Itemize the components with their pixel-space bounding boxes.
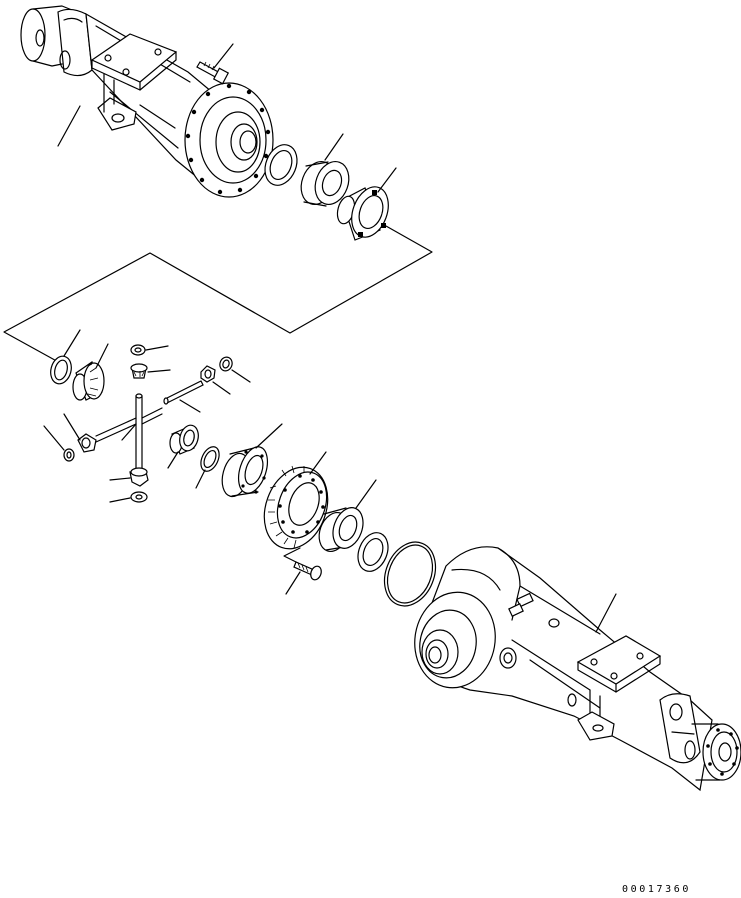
leader-pinion-gear	[147, 369, 171, 373]
leader-spider	[121, 423, 137, 441]
case-shim	[200, 446, 220, 472]
drawing-number: 00017360	[622, 884, 691, 895]
pinion-shaft	[163, 380, 204, 405]
leader-pinion-bottom	[109, 477, 131, 481]
leader-pinion-shaft	[179, 399, 201, 413]
leader-pinion-washer	[145, 345, 169, 351]
differential-case	[221, 446, 269, 498]
leader-housing-left	[57, 105, 81, 147]
seal-ring	[264, 144, 298, 186]
leader-bearing-right	[355, 479, 377, 509]
assembly-outline	[3, 225, 433, 365]
bolt-indicator	[283, 547, 305, 567]
leader-housing-bolt	[213, 43, 234, 69]
axle-housing-left	[20, 5, 274, 198]
leader-pinion-left	[63, 413, 81, 441]
pinion-washer	[130, 344, 146, 356]
ring-gear-bolt-holes	[278, 474, 325, 534]
flange-bolt-holes	[185, 83, 271, 195]
pinion-gear-bottom	[129, 467, 149, 503]
shaft-end-holes	[706, 728, 739, 776]
leader-washer-b	[231, 369, 251, 383]
leader-side-gear	[95, 343, 109, 369]
leader-case-half	[167, 451, 179, 469]
o-ring	[383, 541, 437, 607]
leader-ring-gear-bolt	[285, 571, 301, 595]
ring-gear-bolt	[293, 561, 322, 581]
bearing-carrier	[336, 186, 389, 241]
axle-housing-right	[414, 546, 741, 792]
differential-case-half	[169, 424, 199, 455]
bearing	[300, 161, 350, 207]
leader-bearing-carrier	[377, 167, 397, 193]
leader-side-washer	[63, 329, 81, 357]
side-gear	[72, 361, 105, 401]
shim-right	[357, 532, 389, 572]
pinion-gear-left	[63, 433, 97, 462]
leader-case-shim	[195, 469, 206, 489]
bearing-right	[318, 507, 364, 552]
pinion-gear	[130, 363, 148, 379]
pinion-washer-right	[200, 356, 233, 383]
leader-bearing	[324, 133, 344, 161]
leader-washer-bottom	[109, 497, 131, 503]
side-washer	[50, 355, 72, 385]
leader-ring-gear	[309, 451, 327, 475]
ring-gear	[263, 465, 329, 550]
leader-washer-a	[212, 381, 231, 395]
leader-housing-right	[595, 593, 617, 633]
leader-washer-left	[43, 425, 65, 451]
housing-bolt	[196, 61, 230, 85]
leader-diff-case	[255, 423, 283, 449]
